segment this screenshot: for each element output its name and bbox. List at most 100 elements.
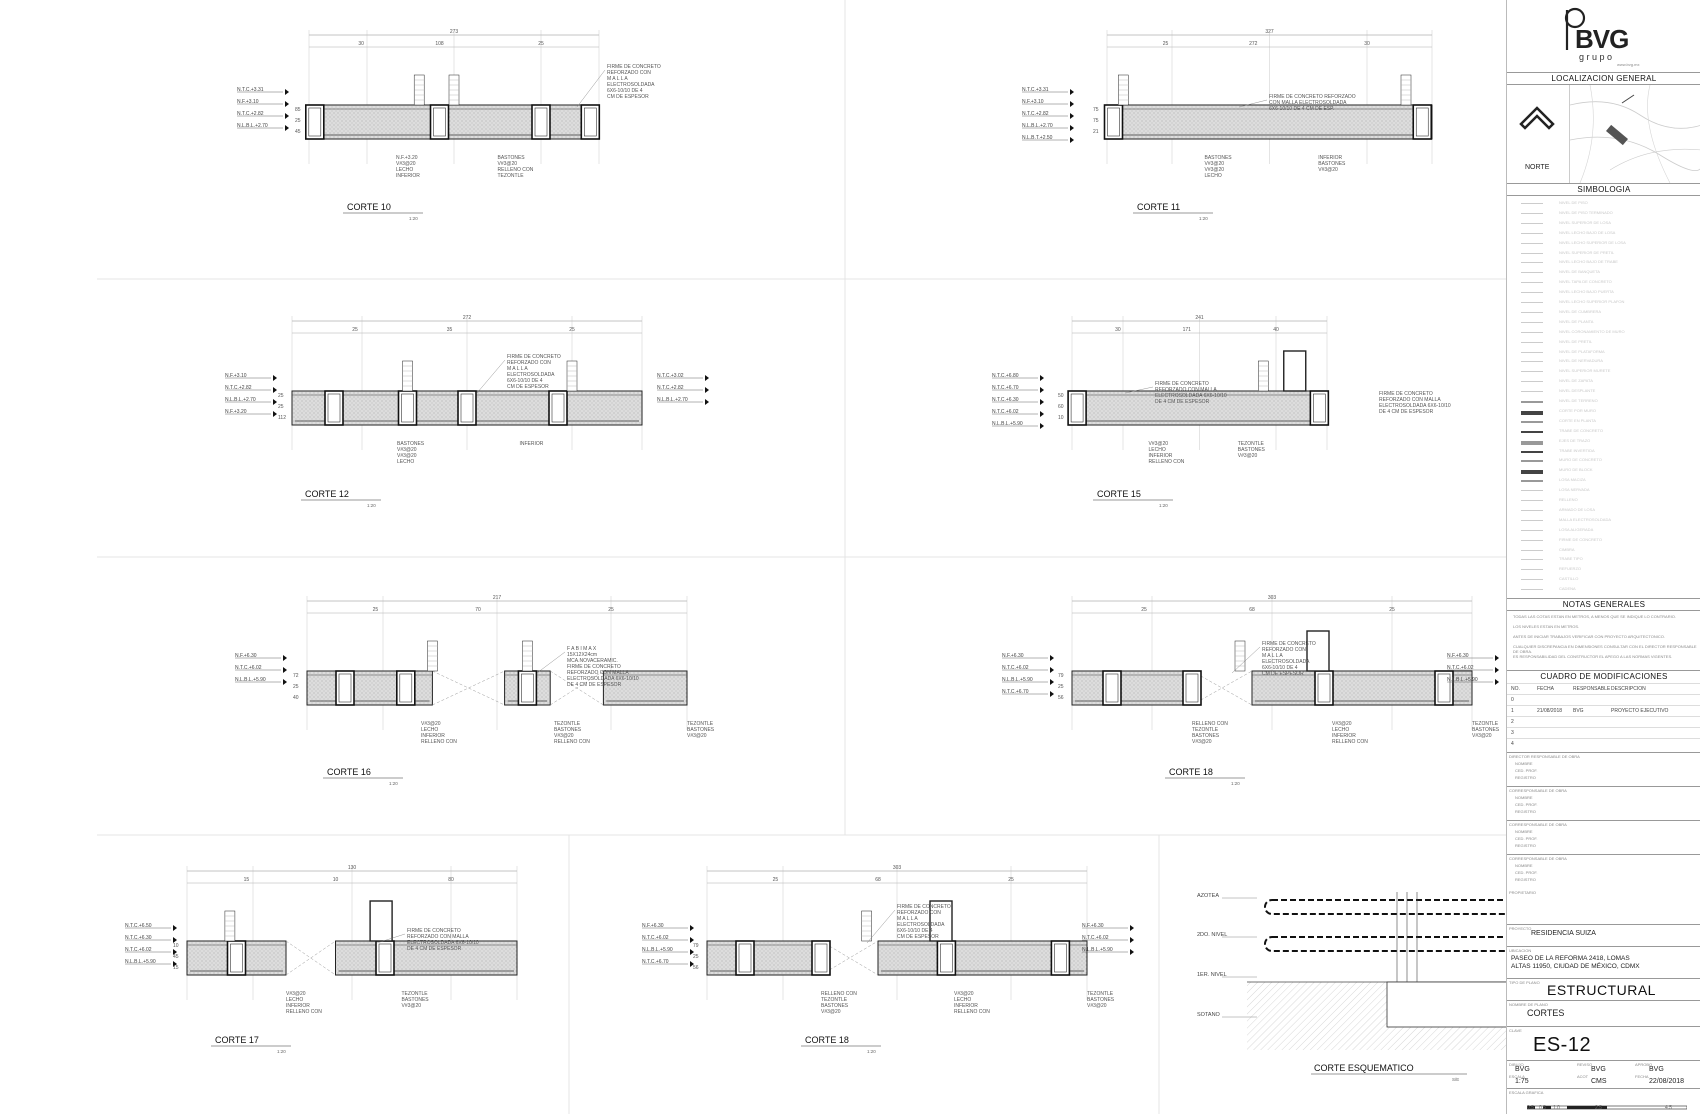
dimension-label: 21: [1093, 129, 1099, 135]
level-label: N.F.+3.10: [237, 99, 259, 105]
level-label: N.T.C.+6.70: [992, 385, 1019, 391]
level-marker-icon: [690, 949, 694, 955]
level-marker-icon: [1070, 89, 1074, 95]
note-text: FIRME DE CONCRETO: [507, 354, 561, 360]
section-title: CORTE 18: [1169, 767, 1213, 777]
wall-riser: [929, 900, 953, 942]
legend-symbol-icon: [1521, 292, 1543, 294]
logo-text: BVG: [1575, 24, 1629, 54]
level-label: N.T.C.+6.02: [642, 935, 669, 941]
callout-text: RELLENO CON: [421, 739, 457, 745]
legend-symbol-icon: [1521, 480, 1543, 483]
stirrup: [399, 673, 413, 703]
legend-label: TRABE DE CONCRETO: [1559, 427, 1603, 433]
note-text: ELECTROSOLDADA: [1262, 659, 1310, 665]
level-marker-icon: [705, 399, 709, 405]
legend-item: NIVEL SUPERIOR DE PRETIL: [1521, 250, 1691, 260]
stirrup: [230, 943, 243, 973]
responsible-field-label: CED. PROF.: [1515, 802, 1538, 807]
legend-label: NIVEL DE PLANTA: [1559, 318, 1594, 324]
legend-item: LOSA NERVADA: [1521, 487, 1691, 497]
dimension-label: 79: [1058, 673, 1064, 679]
legend-symbol-icon: [1521, 212, 1543, 214]
level-marker-icon: [1070, 137, 1074, 143]
legend-label: RELLENO: [1559, 497, 1578, 502]
note-text: M A L L A: [507, 366, 528, 372]
callout-text: INFERIOR: [396, 173, 420, 179]
beam-section: [457, 390, 477, 426]
level-marker-icon: [1070, 125, 1074, 131]
callout-text: BASTONES: [1087, 997, 1115, 1003]
level-marker-icon: [173, 949, 177, 955]
general-note: ANTES DE INICIAR TRABAJOS VERIFICAR CON …: [1513, 634, 1666, 639]
dimension-label: 25: [352, 327, 358, 333]
legend-label: NIVEL SUPERIOR MURETE: [1559, 368, 1611, 374]
note-text: ELECTROSOLDADA 6X6-10/10: [407, 940, 479, 946]
level-label: N.F.+3.10: [1022, 99, 1044, 105]
plan-key: ES-12: [1533, 1034, 1592, 1056]
level-marker-icon: [1130, 925, 1134, 931]
legend-label: LOSA NERVADA: [1559, 487, 1590, 493]
note-text: FIRME DE CONCRETO: [1379, 391, 1433, 397]
callout-text: TEZONTLE: [1192, 727, 1219, 733]
section-title: CORTE 18: [805, 1035, 849, 1045]
callout-text: LECHO: [1332, 727, 1349, 733]
wall-riser: [369, 900, 393, 942]
note-text: REFORZADO CON MALLA: [567, 670, 629, 676]
location-title: LOCALIZACION GENERAL: [1551, 74, 1657, 83]
stirrup: [327, 393, 341, 423]
drawn-label: DIBUJO: [1509, 1062, 1524, 1067]
break-line: [1191, 670, 1253, 706]
slab-section: [706, 940, 822, 976]
callout-text: V#3@20: [1472, 733, 1492, 739]
break-line: [432, 670, 505, 706]
level-label: N.T.C.+6.30: [125, 935, 152, 941]
legend-label: NIVEL LECHO BAJO DE TRABE: [1559, 259, 1618, 265]
legend-label: CASTILLO: [1559, 576, 1579, 582]
level-label: N.T.C.+6.70: [642, 959, 669, 965]
reviewed-value: BVG: [1591, 1066, 1606, 1073]
legend-item: NIVEL CORONAMIENTO DE MURO: [1521, 329, 1691, 339]
legend-symbol-icon: [1521, 450, 1543, 453]
legend-item: CORTE POR MURO: [1521, 408, 1691, 418]
dimension-label: 68: [1249, 607, 1255, 613]
legend-symbol-icon: [1521, 539, 1543, 541]
legend-item: NIVEL LECHO BAJO DE LOSA: [1521, 230, 1691, 240]
note-text: ELECTROSOLDADA 6X6-10/10: [1155, 393, 1227, 399]
dimension-label: 45: [173, 954, 179, 960]
dimension-label: 35: [447, 327, 453, 333]
stirrup: [1105, 673, 1119, 703]
legend-label: CORTE POR MURO: [1559, 407, 1597, 413]
note-text: REFORZADO CON MALLA: [407, 934, 469, 940]
responsible-field-label: CED. PROF.: [1515, 836, 1538, 841]
callout-text: BASTONES: [554, 727, 582, 733]
level-label: N.T.C.+6.50: [125, 923, 152, 929]
legend-symbol-icon: [1521, 242, 1543, 244]
legend-label: FIRME DE CONCRETO: [1559, 536, 1603, 542]
level-label: N.T.C.+2.82: [657, 385, 684, 391]
schematic-level-label: 2DO. NIVEL: [1197, 932, 1227, 938]
note-text: DE 4 CM DE ESPESOR: [567, 682, 622, 688]
stirrup: [460, 393, 474, 423]
level-label: N.T.C.+3.31: [1022, 87, 1049, 93]
dimension-label: 60: [1058, 404, 1064, 410]
legend-label: NIVEL LECHO SUPERIOR DE LOSA: [1559, 239, 1626, 245]
legend-symbol-icon: [1521, 302, 1543, 303]
general-note: ES RESPONSABILIDAD DEL CONSTRUCTOR EL AP…: [1513, 654, 1673, 659]
dimension-label: 108: [435, 41, 444, 47]
legend-item: FIRME DE CONCRETO: [1521, 537, 1691, 547]
project-label: PROYECTO: [1509, 926, 1532, 931]
dimension-label: 56: [1058, 695, 1064, 701]
date-label: FECHA: [1635, 1074, 1649, 1079]
beam-section: [1102, 670, 1122, 706]
dimension-label: 25: [1141, 607, 1147, 613]
scale-tick: 4.5: [1665, 1105, 1672, 1111]
callout-text: V#3@20: [421, 721, 441, 727]
panel-grid: [97, 0, 1597, 1114]
legend-item: NIVEL TAPA DE CONCRETO: [1521, 279, 1691, 289]
responsible-field-label: CED. PROF.: [1515, 768, 1538, 773]
